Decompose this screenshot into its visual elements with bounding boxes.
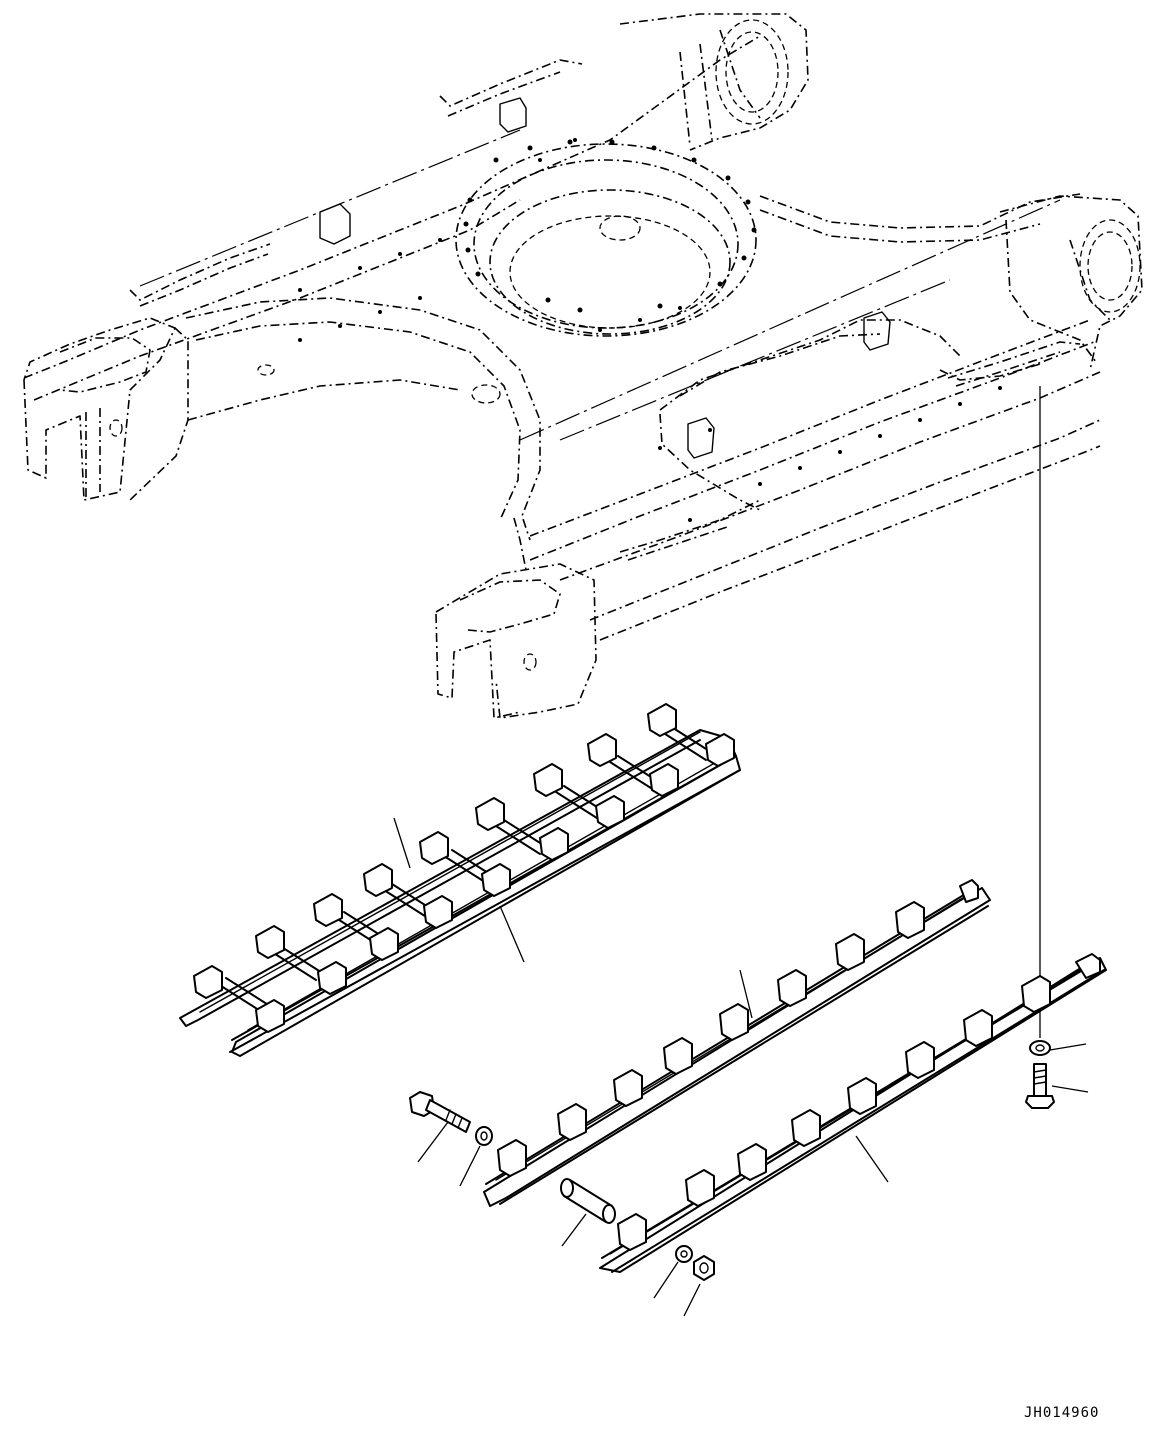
nut: [693, 1255, 715, 1281]
ring-bolt-holes: [463, 139, 757, 313]
track-guard-front: [599, 953, 1107, 1273]
guard-rods: [217, 725, 715, 1013]
track-frame: [23, 13, 1143, 719]
rear-guard-brackets: [497, 879, 979, 1177]
drawing-code: JH014960: [1024, 1405, 1100, 1421]
bolt-right: [1025, 1063, 1055, 1109]
bolt: [409, 1091, 471, 1133]
leader-lines: [393, 817, 1089, 1317]
spacer: [560, 1178, 616, 1224]
washer-right: [1029, 1040, 1051, 1056]
frame-holes: [298, 138, 1002, 522]
washer: [475, 1126, 493, 1146]
track-guard-rear: [483, 879, 991, 1207]
guard-brackets: [193, 703, 735, 1033]
track-guard-center: [179, 703, 741, 1057]
washer-bottom: [675, 1245, 693, 1263]
front-guard-brackets: [617, 953, 1101, 1251]
